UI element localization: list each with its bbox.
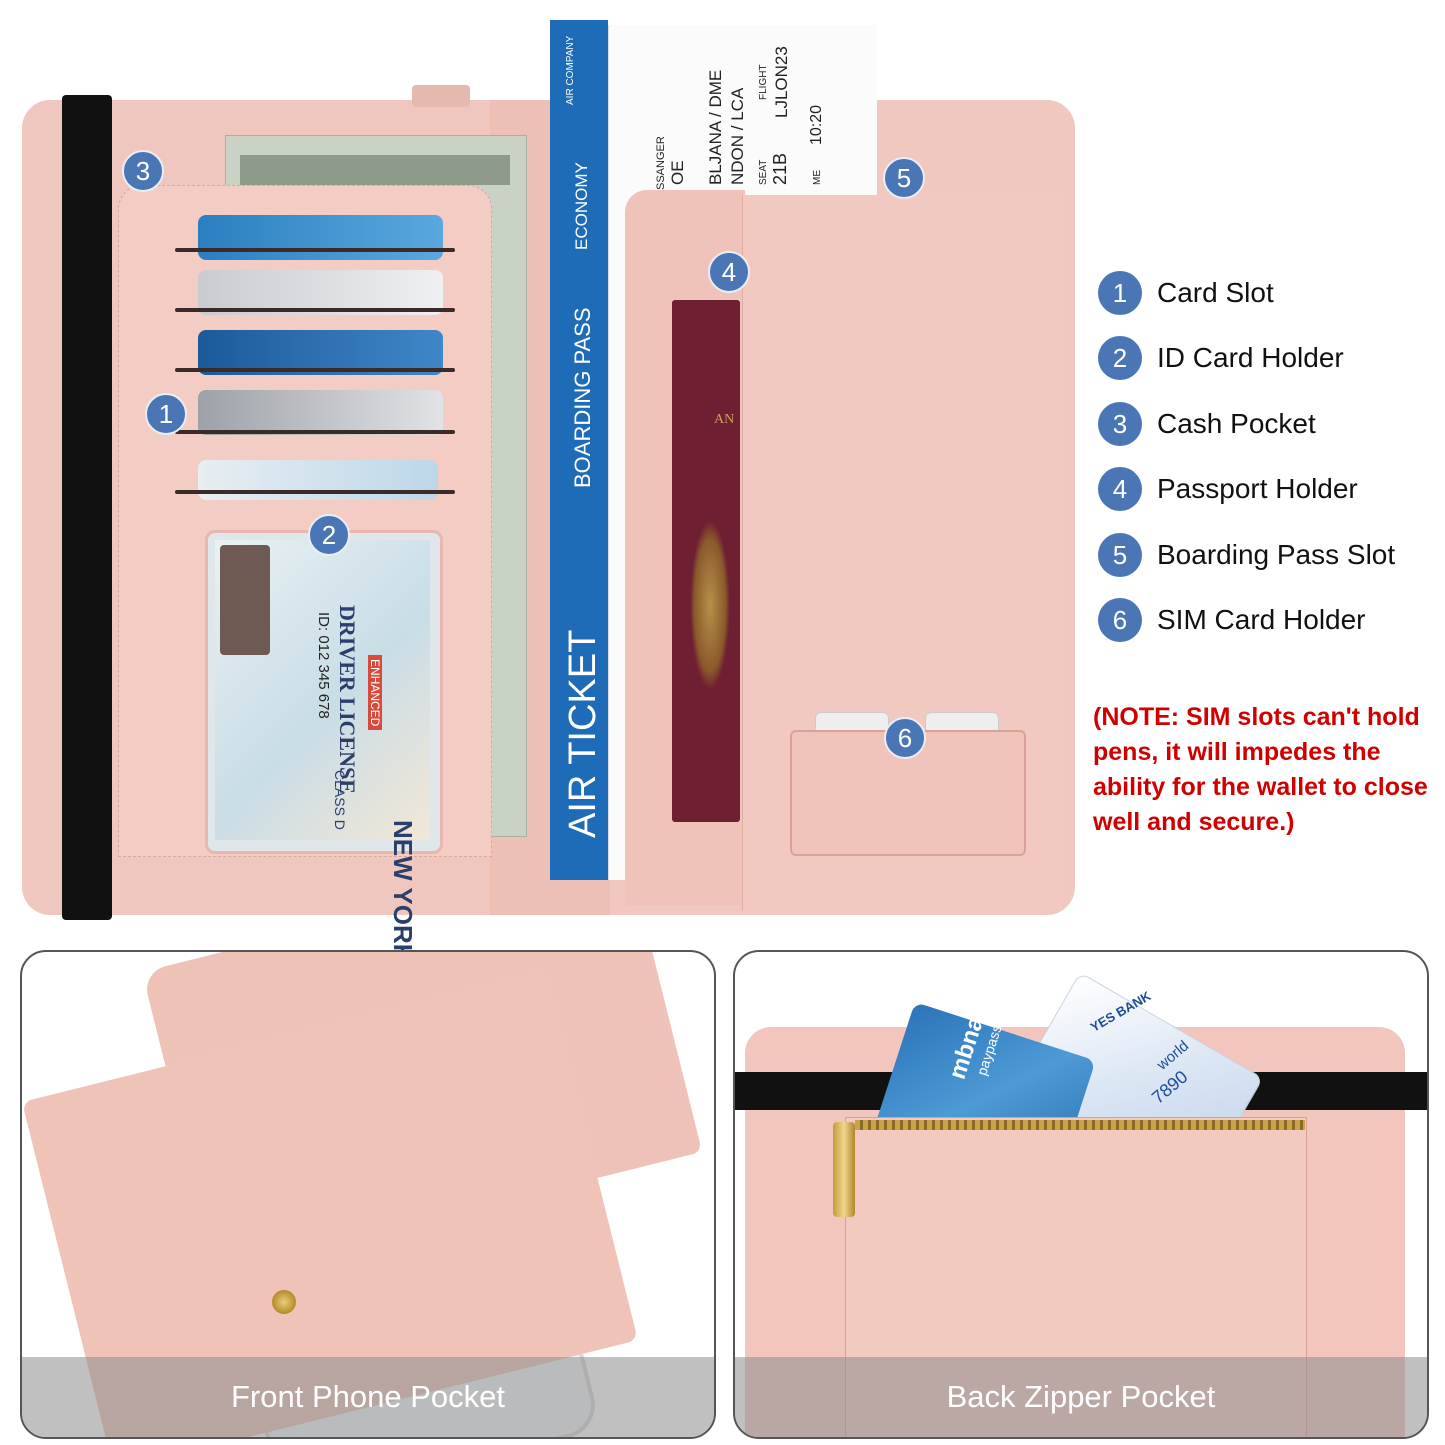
- card-slot: [175, 430, 455, 434]
- legend-label: SIM Card Holder: [1157, 604, 1366, 635]
- legend-item-boarding-pass-slot: 5 Boarding Pass Slot: [1098, 533, 1395, 577]
- badge-1: 1: [145, 393, 187, 435]
- credit-card-2: [198, 270, 443, 315]
- license-class: CLASS D: [332, 770, 348, 830]
- economy-label: ECONOMY: [572, 162, 591, 250]
- ticket-time-value: 10:20: [808, 104, 825, 145]
- ticket-passenger-label: SSANGER: [655, 136, 667, 190]
- badge-2: 2: [308, 514, 350, 556]
- boarding-pass: [550, 20, 608, 880]
- badge-5: 5: [883, 157, 925, 199]
- zipper-track: [855, 1120, 1305, 1130]
- air-ticket-label: AIR TICKET: [562, 629, 604, 838]
- card-slot: [175, 490, 455, 494]
- badge-4: 4: [708, 251, 750, 293]
- legend-item-card-slot: 1 Card Slot: [1098, 271, 1274, 315]
- zipper-pull[interactable]: [833, 1122, 855, 1217]
- strap-buckle: [412, 85, 470, 107]
- legend-item-passport-holder: 4 Passport Holder: [1098, 467, 1358, 511]
- back-zipper-pocket-caption: Back Zipper Pocket: [735, 1357, 1427, 1437]
- license-photo: [220, 545, 270, 655]
- legend-number: 5: [1098, 533, 1142, 577]
- front-phone-pocket-panel: Front Phone Pocket: [20, 950, 716, 1439]
- legend-item-sim-card-holder: 6 SIM Card Holder: [1098, 598, 1366, 642]
- badge-3: 3: [122, 150, 164, 192]
- ticket-seat-label: SEAT: [758, 159, 769, 185]
- snap-button-bottom: [272, 1290, 296, 1314]
- legend-label: ID Card Holder: [1157, 342, 1344, 373]
- air-company-label: AIR COMPANY: [565, 35, 576, 105]
- id-card-top: [198, 460, 438, 500]
- ticket-flight-value: LJLON23: [772, 46, 791, 118]
- card-slot: [175, 368, 455, 372]
- legend-label: Boarding Pass Slot: [1157, 539, 1396, 570]
- license-enhanced: ENHANCED: [368, 655, 382, 731]
- card-slot: [175, 308, 455, 312]
- legend-number: 1: [1098, 271, 1142, 315]
- legend-label: Card Slot: [1157, 277, 1274, 308]
- ticket-passenger-value: OE: [668, 160, 687, 185]
- license-id: ID: 012 345 678: [315, 612, 332, 719]
- legend-label: Passport Holder: [1157, 473, 1358, 504]
- back-zipper-pocket-panel: YES BANK world 7890 mbna paypass Back Zi…: [733, 950, 1429, 1439]
- legend-number: 2: [1098, 336, 1142, 380]
- legend-item-id-card-holder: 2 ID Card Holder: [1098, 336, 1344, 380]
- boarding-pass-label: BOARDING PASS: [570, 307, 595, 488]
- ticket-seat-value: 21B: [770, 152, 790, 185]
- ticket-route-1: BLJANA / DME: [706, 69, 725, 185]
- banknote-strip: [240, 155, 510, 185]
- ticket-route-2: NDON / LCA: [728, 87, 747, 185]
- legend-number: 3: [1098, 402, 1142, 446]
- credit-card-4: [198, 390, 443, 435]
- sim-note: (NOTE: SIM slots can't hold pens, it wil…: [1093, 703, 1428, 836]
- legend-number: 6: [1098, 598, 1142, 642]
- legend-number: 4: [1098, 467, 1142, 511]
- legend-label: Cash Pocket: [1157, 408, 1316, 439]
- ticket-time-label: ME: [812, 170, 823, 185]
- legend-item-cash-pocket: 3 Cash Pocket: [1098, 402, 1316, 446]
- license-type: DRIVER LICENSE: [335, 605, 360, 794]
- ticket-flight-label: FLIGHT: [758, 64, 769, 100]
- elastic-strap: [62, 95, 112, 920]
- passport-text: AN: [714, 412, 735, 427]
- front-phone-pocket-caption: Front Phone Pocket: [22, 1357, 714, 1437]
- passport-emblem: [690, 520, 730, 690]
- card-slot: [175, 248, 455, 252]
- credit-card-1: [198, 215, 443, 260]
- credit-card-3: [198, 330, 443, 375]
- badge-6: 6: [884, 717, 926, 759]
